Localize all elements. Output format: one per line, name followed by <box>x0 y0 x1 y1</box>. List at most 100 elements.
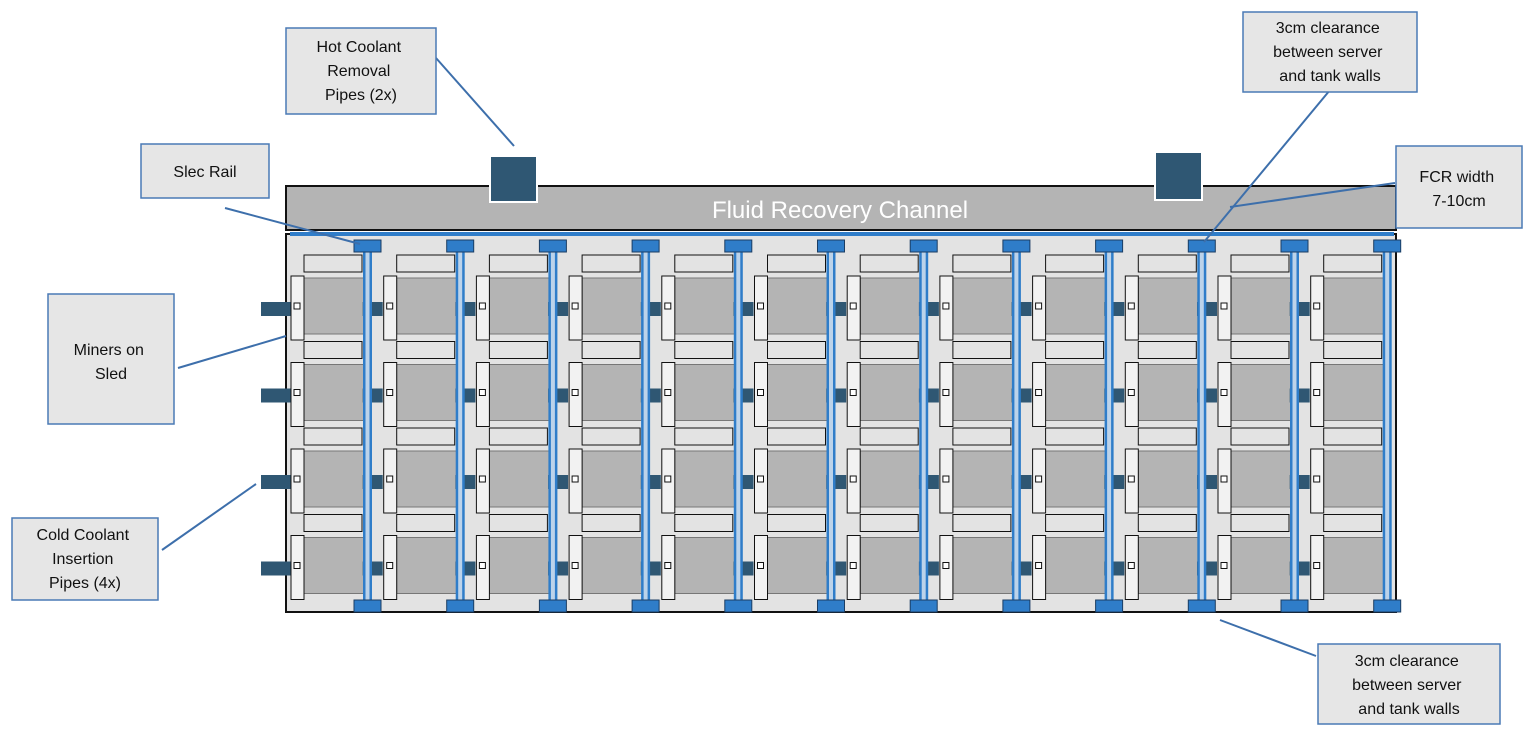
slec-rail-cap-top <box>538 239 567 253</box>
sled-connector <box>664 475 672 483</box>
callout-line: Slec Rail <box>173 164 236 181</box>
miner-unit <box>581 450 645 508</box>
miner-unit <box>1137 450 1201 508</box>
svg-text:3cm clearance between se: 3cm clearance between server and tank wa… <box>1352 653 1466 718</box>
sled-handle <box>581 254 641 273</box>
leader-line-slec-rail <box>224 207 361 245</box>
slec-rail-cap-top <box>1187 239 1216 253</box>
sled-connector <box>386 302 394 310</box>
slec-rail-inner <box>1385 244 1390 606</box>
miner-unit <box>952 450 1016 508</box>
svg-text:FCR width 7-10cm: FCR width 7-10cm <box>1419 169 1498 210</box>
cold-coolant-pipe <box>261 302 291 316</box>
sled-handle <box>396 427 456 446</box>
sled-connector <box>1220 389 1228 396</box>
sled-handle <box>303 341 363 359</box>
sled-handle <box>396 341 456 359</box>
miner-unit <box>1137 277 1201 335</box>
miner-unit <box>674 537 738 594</box>
slec-rail-cap-bottom <box>1280 599 1309 613</box>
sled-handle <box>488 514 548 532</box>
sled-handle <box>581 514 641 532</box>
callout-line: Cold Coolant <box>37 527 130 544</box>
sled-handle <box>952 514 1012 532</box>
sled-connector <box>1313 562 1321 569</box>
cold-coolant-pipe <box>261 475 291 489</box>
slec-rail-inner <box>550 244 555 606</box>
sled-connector <box>664 389 672 396</box>
sled-connector <box>942 475 950 483</box>
slec-rail-cap-bottom <box>724 599 753 613</box>
slec-rail-cap-bottom <box>538 599 567 613</box>
callout-hot-coolant-pipes: Hot Coolant Removal Pipes (2x) <box>285 27 437 115</box>
slec-rail-inner <box>1014 244 1019 606</box>
miner-unit <box>859 537 923 594</box>
sled-handle <box>674 341 734 359</box>
sled-handle <box>1323 341 1383 359</box>
sled-handle <box>1230 427 1290 446</box>
svg-text:Cold Coolant Insertion: Cold Coolant Insertion Pipes (4x) <box>37 527 134 592</box>
sled-handle <box>859 254 919 273</box>
fluid-recovery-channel <box>285 185 1397 231</box>
slec-rail-cap-top <box>1002 239 1031 253</box>
slec-rail-cap-top <box>446 239 475 253</box>
sled-handle <box>1045 427 1105 446</box>
sled-handle <box>581 341 641 359</box>
sled-handle <box>1230 254 1290 273</box>
callout-line: Insertion <box>52 551 113 568</box>
sled-connector <box>849 389 857 396</box>
sled-handle <box>396 514 456 532</box>
sled-handle <box>1045 341 1105 359</box>
callout-line: and tank walls <box>1279 68 1380 85</box>
slec-rail-cap-bottom <box>1002 599 1031 613</box>
sled-connector <box>757 562 764 569</box>
sled-connector <box>293 562 301 569</box>
miner-unit <box>1323 537 1387 594</box>
sled-handle <box>859 341 919 359</box>
miner-unit <box>952 277 1016 335</box>
miner-unit <box>1137 537 1201 594</box>
callout-line: Sled <box>95 366 127 383</box>
sled-handle <box>1137 341 1197 359</box>
miner-unit <box>1045 450 1109 508</box>
miner-unit <box>303 537 367 594</box>
miner-unit <box>1137 364 1201 421</box>
sled-connector <box>1127 562 1135 569</box>
miner-unit <box>1230 450 1294 508</box>
sled-handle <box>303 427 363 446</box>
slec-rail-cap-bottom <box>1095 599 1124 613</box>
slec-rail-inner <box>1292 244 1297 606</box>
sled-handle <box>859 514 919 532</box>
miner-unit <box>1045 277 1109 335</box>
miner-unit <box>303 277 367 335</box>
sled-connector <box>1035 562 1043 569</box>
sled-connector <box>1127 389 1135 396</box>
miner-unit <box>303 450 367 508</box>
miner-unit <box>488 537 552 594</box>
sled-handle <box>674 514 734 532</box>
callout-line: Miners on <box>74 342 144 359</box>
hot-coolant-pipe <box>489 155 538 203</box>
leader-line-cold-pipes <box>161 483 257 551</box>
callout-clearance-bottom: 3cm clearance between server and tank wa… <box>1317 643 1501 725</box>
slec-rail-cap-bottom <box>353 599 382 613</box>
sled-connector <box>849 475 857 483</box>
sled-handle <box>674 427 734 446</box>
miner-unit <box>1323 277 1387 335</box>
sled-handle <box>952 341 1012 359</box>
sled-connector <box>1313 475 1321 483</box>
miner-unit <box>1045 537 1109 594</box>
slec-rail-cap-top <box>1280 239 1309 253</box>
sled-connector <box>664 302 672 310</box>
sled-handle <box>1137 254 1197 273</box>
sled-connector <box>293 389 301 396</box>
callout-miners-on-sled: Miners on Sled <box>47 293 175 425</box>
sled-connector <box>571 389 579 396</box>
cold-coolant-pipe <box>261 388 291 403</box>
slec-rail-inner <box>643 244 648 606</box>
sled-handle <box>1323 427 1383 446</box>
slec-rail-inner <box>921 244 926 606</box>
slec-rail-cap-top <box>353 239 382 253</box>
